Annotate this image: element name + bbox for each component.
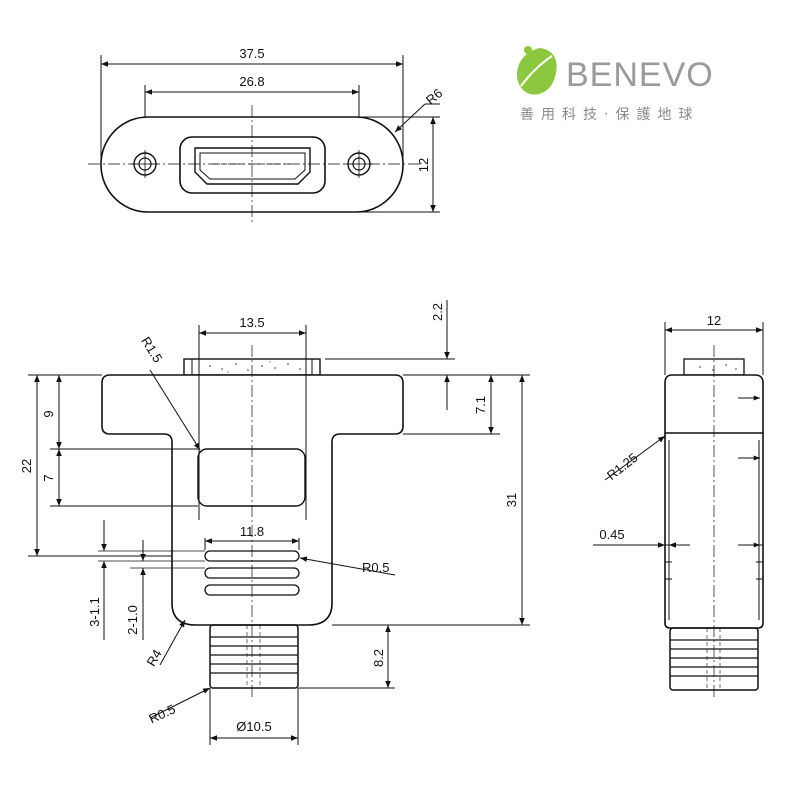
dim-rib-radius: R0.5 xyxy=(362,560,389,575)
dim-tip-radius: R0.5 xyxy=(146,701,177,726)
dim-rib-pitch-2: 2-1.0 xyxy=(125,605,140,635)
dim-neck-radius: R4 xyxy=(143,647,164,669)
dim-7-1: 7.1 xyxy=(473,396,488,414)
dim-plate-height: 12 xyxy=(416,158,431,172)
dim-7: 7 xyxy=(41,474,56,481)
dim-31: 31 xyxy=(504,493,519,507)
dim-edge-radius: R1.25 xyxy=(604,450,641,483)
dim-cable-length: 8.2 xyxy=(371,649,386,667)
dim-overall-width: 37.5 xyxy=(239,46,264,61)
connector-body-outline xyxy=(101,374,404,626)
dim-rib-pitch-3: 3-1.1 xyxy=(87,597,102,627)
brand-name: BENEVO xyxy=(566,56,714,94)
side-view: 12 R1.25 0.45 xyxy=(593,313,764,700)
dim-9: 9 xyxy=(41,410,56,417)
front-view: 13.5 2.2 R1.5 9 7 22 7.1 31 11.8 xyxy=(19,300,530,745)
latch-slot xyxy=(197,448,306,507)
dim-side-width: 12 xyxy=(707,313,721,328)
dim-rib-width: 11.8 xyxy=(240,524,264,539)
mounting-hole-right xyxy=(345,150,373,178)
dim-slot-radius: R1.5 xyxy=(138,334,165,365)
dim-gap: 0.45 xyxy=(599,527,624,542)
dim-22: 22 xyxy=(19,459,34,473)
mounting-hole-left xyxy=(131,150,159,178)
top-view: 37.5 26.8 R6 xyxy=(88,46,445,225)
hdmi-port-opening xyxy=(179,136,326,194)
brand-tagline: 善用科技‧保護地球 xyxy=(520,107,700,123)
dim-hole-spacing: 26.8 xyxy=(239,74,264,89)
dim-cable-diameter: Ø10.5 xyxy=(236,719,271,734)
cable-boot xyxy=(209,624,299,689)
dim-top-step: 2.2 xyxy=(430,303,445,321)
dim-flange-width: 13.5 xyxy=(239,315,264,330)
benevo-leaf-logo xyxy=(516,46,557,95)
